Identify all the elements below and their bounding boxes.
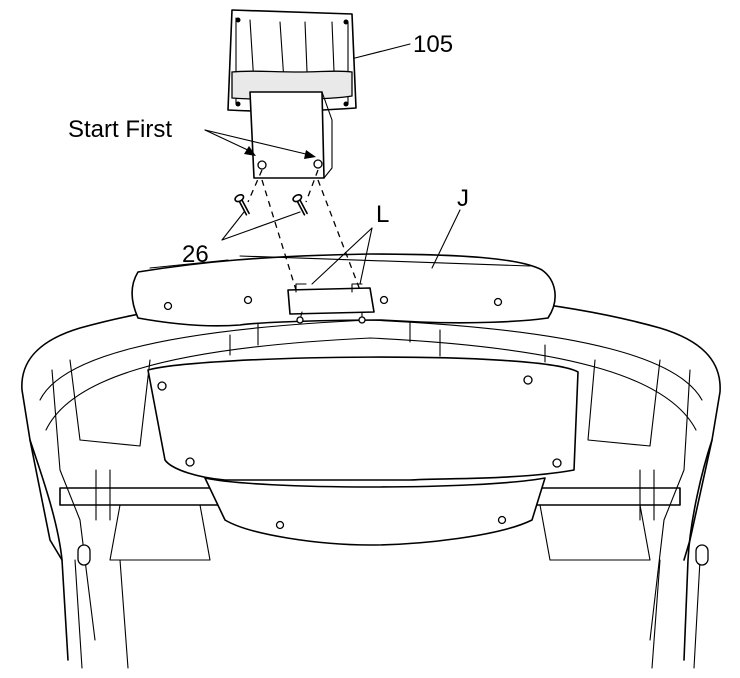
label-105: 105 <box>413 31 453 58</box>
alignment-lines <box>247 169 361 291</box>
console-frame <box>21 291 721 669</box>
part-j-cover <box>131 253 556 327</box>
display-panel <box>147 356 579 481</box>
leader-lines <box>204 43 461 285</box>
screw-left <box>234 193 250 216</box>
screws-26 <box>234 193 308 216</box>
screw-right <box>292 193 308 216</box>
left-upright <box>29 439 63 561</box>
label-l: L <box>376 201 389 228</box>
lower-console <box>204 477 546 546</box>
label-j: J <box>457 185 469 212</box>
label-26: 26 <box>182 241 209 268</box>
bracket-l-mount <box>287 287 375 315</box>
right-upright <box>683 439 713 561</box>
label-start-first: Start First <box>68 116 172 143</box>
left-slot <box>77 544 91 566</box>
right-slot <box>695 544 709 566</box>
